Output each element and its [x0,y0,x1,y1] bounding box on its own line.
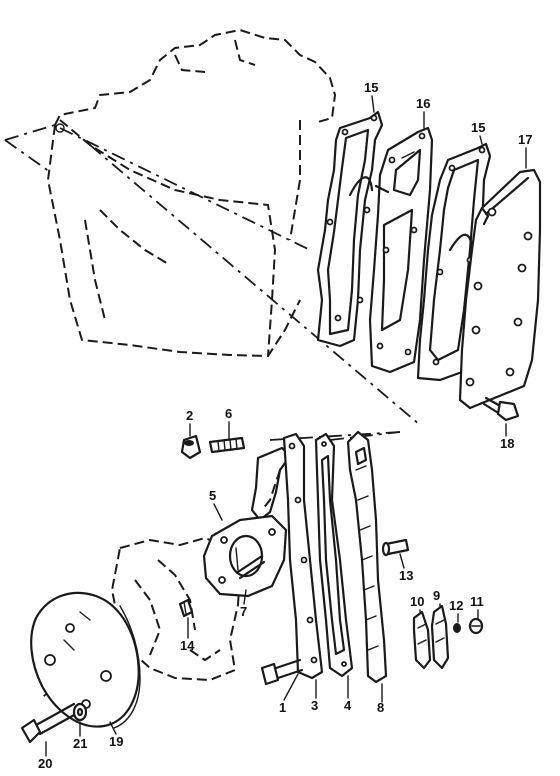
part-5-manifold [202,446,292,598]
callout-8: 8 [377,700,384,715]
callout-17: 17 [518,132,532,147]
part-11-screw [468,617,484,635]
callout-15-right: 15 [471,120,485,135]
callout-5: 5 [209,488,216,503]
part-7-rod [236,554,266,580]
part-15-gasket-left [316,110,384,348]
part-13-pin [381,538,410,557]
part-18-bolt [482,396,520,422]
callout-leader-lines [45,95,527,757]
callout-10: 10 [410,594,424,609]
callout-20: 20 [38,756,52,771]
part-12-washer [453,623,461,633]
callout-19: 19 [109,734,123,749]
engine-block-outline [46,28,337,358]
callout-labels: 15 16 15 17 18 2 6 5 7 14 13 10 9 12 11 … [38,80,532,771]
callout-9: 9 [433,588,440,603]
part-17-cover-plate [458,168,542,410]
part-19-round-cover [30,591,141,729]
callout-3: 3 [311,698,318,713]
intake-block-outline [110,536,242,682]
callout-15-left: 15 [364,80,378,95]
callout-13: 13 [399,568,413,583]
callout-21: 21 [73,736,87,751]
callout-16: 16 [416,96,430,111]
part-21-washer [72,702,88,722]
part-6-stud [208,436,246,454]
part-20-long-bolt [20,702,78,744]
part-8-reed-assembly [346,430,388,684]
callout-4: 4 [344,698,352,713]
callout-7: 7 [240,604,247,619]
part-16-reed-plate [368,126,434,374]
callout-2: 2 [186,408,193,423]
callout-6: 6 [225,406,232,421]
part-10-reed-stop [412,610,432,670]
callout-14: 14 [180,638,195,653]
part-1-bolt [260,658,304,686]
part-1-flange-plate [282,432,324,680]
callout-11: 11 [470,594,484,609]
part-14-clip [178,598,194,618]
callout-12: 12 [449,598,463,613]
part-2-nut [180,434,202,460]
part-4-gasket [314,432,354,678]
callout-18: 18 [500,436,514,451]
callout-1: 1 [279,700,286,715]
part-9-reed-stop [430,604,450,670]
